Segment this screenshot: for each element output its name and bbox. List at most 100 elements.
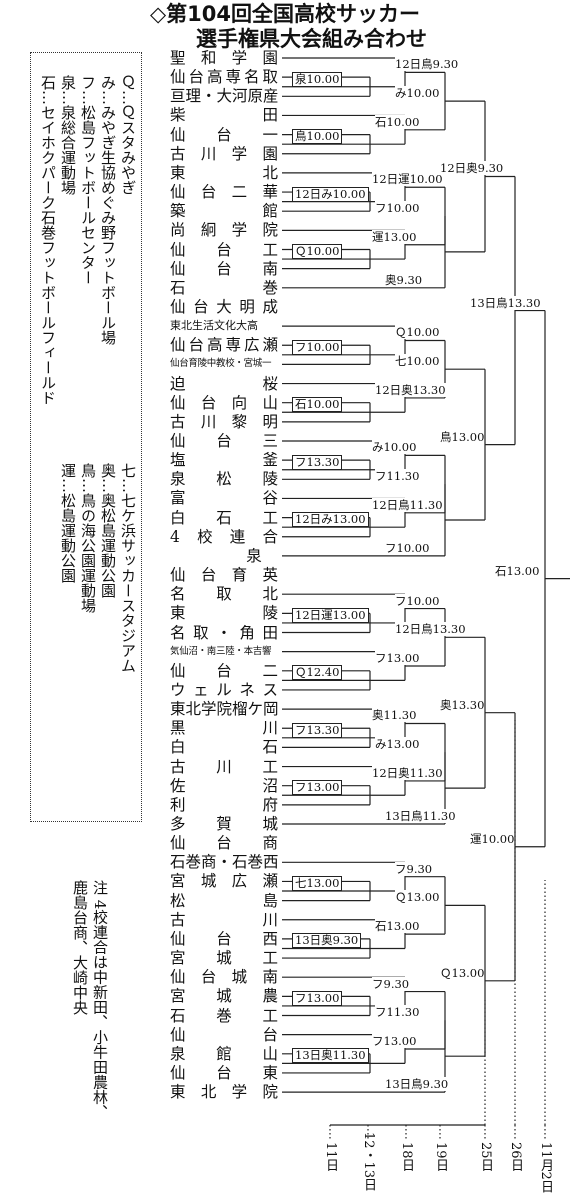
team-name: 白石工 <box>170 508 278 527</box>
match-label: 運13.00 <box>372 229 417 244</box>
team-name: 尚絅学院 <box>170 221 278 240</box>
venue-oku: 奥…奥松島運動公園 <box>99 463 117 598</box>
match-label: 12日鳥13.30 <box>395 622 466 637</box>
round-date: 11月2日 <box>538 1142 553 1193</box>
match-label: フ13.00 <box>372 1034 417 1048</box>
team-name: 亘理・大河原産 <box>170 87 278 106</box>
venue-shichi: 七…七ケ浜サッカースタジアム <box>119 463 137 673</box>
team-name: 東北 <box>170 163 278 182</box>
match-label: フ10.00 <box>375 200 420 215</box>
match-label: フ11.30 <box>375 1005 420 1020</box>
match-label: 奥9.30 <box>385 272 423 287</box>
match-label: 泉10.00 <box>292 71 343 87</box>
team-name: 仙台育英 <box>170 566 278 585</box>
match-label: 13日奥11.30 <box>292 1048 369 1064</box>
team-name: 古川工 <box>170 757 278 776</box>
match-label: Ｑ13.00 <box>440 965 485 980</box>
team-name: 利府 <box>170 795 278 814</box>
team-name: 宮城広瀬 <box>170 872 278 891</box>
match-label: 12日奥11.30 <box>372 765 443 780</box>
team-name: 宮城工 <box>170 949 278 968</box>
team-name: 仙台三 <box>170 432 278 450</box>
venue-fu: フ…松島フットボールセンター <box>79 75 97 285</box>
team-name: 仙台二 <box>170 661 278 680</box>
venue-q: Ｑ…Ｑスタみやぎ <box>119 75 137 195</box>
match-label: 12日み10.00 <box>292 186 369 202</box>
match-label: Ｑ10.00 <box>292 244 343 260</box>
team-name: 仙台西 <box>170 929 278 948</box>
match-label: 石10.00 <box>292 397 343 413</box>
match-label: フ13.00 <box>292 990 343 1006</box>
match-label: フ13.30 <box>292 454 343 470</box>
team-name: 仙台商 <box>170 834 278 853</box>
team-name: 仙台東 <box>170 1063 278 1082</box>
team-name: 石巻 <box>170 278 278 297</box>
match-label: フ10.00 <box>292 339 343 355</box>
venue-tori: 鳥…鳥の海公園運動場 <box>79 463 97 613</box>
match-label: み10.00 <box>372 440 417 455</box>
team-name: 仙台工 <box>170 240 278 259</box>
match-label: 12日運13.00 <box>292 607 369 623</box>
match-label: 12日奥9.30 <box>440 161 504 176</box>
round-date: 11日 <box>323 1142 338 1172</box>
round-date: 12・13日 <box>361 1132 376 1192</box>
team-name: 柴田 <box>170 106 278 125</box>
match-label: 13日鳥11.30 <box>385 809 456 823</box>
team-name: 仙台大明成 <box>170 297 278 316</box>
match-label: み10.00 <box>395 86 440 101</box>
team-name: 石巻工 <box>170 1006 278 1025</box>
round-date: 26日 <box>508 1142 523 1172</box>
match-label: フ10.00 <box>395 593 440 608</box>
team-name: 仙台二華 <box>170 183 278 202</box>
team-name: 仙台高専名取 <box>170 68 278 87</box>
team-name: 東北学院榴ケ岡 <box>170 700 278 719</box>
team-name: 名取・角田 <box>170 623 278 642</box>
team-name: 黒川 <box>170 719 278 738</box>
title-line-1: ◇第104回全国高校サッカー <box>150 2 420 26</box>
match-label: 石10.00 <box>375 114 420 129</box>
venue-mi: み…みやぎ生協めぐみ野フットボール場 <box>99 75 117 345</box>
team-name: 松島 <box>170 891 278 910</box>
round-date: 25日 <box>478 1142 493 1172</box>
team-name: 仙台南 <box>170 259 278 278</box>
match-label: 七13.00 <box>292 876 343 892</box>
team-name: ウェルネス <box>170 680 278 699</box>
match-label: 鳥10.00 <box>292 129 343 145</box>
team-name: 古川学園 <box>170 144 278 163</box>
venue-un: 運…松島運動公園 <box>59 463 77 583</box>
venue-legend: Ｑ…Ｑスタみやぎ み…みやぎ生協めぐみ野フットボール場 フ…松島フットボールセン… <box>30 52 142 822</box>
match-label: 七10.00 <box>395 354 440 369</box>
team-name: 築館 <box>170 202 278 221</box>
team-name: 白石 <box>170 738 278 757</box>
team-name: 塩釜 <box>170 451 278 470</box>
team-name: 佐沼 <box>170 776 278 795</box>
match-label: 運10.00 <box>470 831 515 846</box>
team-name: 仙台育陵中教校・宮城一 <box>170 358 272 370</box>
match-label: み13.00 <box>375 737 420 752</box>
venue-ishi: 石…セイホクパーク石巻フットボールフィールド <box>39 75 57 405</box>
team-name: 東北学院 <box>170 1083 278 1102</box>
match-label: 石13.00 <box>375 919 420 934</box>
match-label: フ13.00 <box>375 651 420 665</box>
team-name: 4校連合 <box>170 527 278 546</box>
team-name: 仙台向山 <box>170 393 278 412</box>
match-label: 13日奥9.30 <box>292 933 362 949</box>
match-label: 鳥13.00 <box>440 429 485 444</box>
match-label: フ9.30 <box>372 976 410 991</box>
match-label: フ11.30 <box>375 469 420 484</box>
team-name: 気仙沼・南三陸・本吉響 <box>170 645 272 657</box>
team-name: 泉館山 <box>170 1044 278 1063</box>
match-label: 奥13.30 <box>440 697 485 712</box>
round-date: 18日 <box>399 1142 414 1172</box>
match-label: Ｑ13.00 <box>395 890 440 905</box>
match-label: 12日鳥9.30 <box>395 57 459 72</box>
venue-izumi: 泉…泉総合運動場 <box>59 75 77 195</box>
round-date: 19日 <box>433 1142 448 1172</box>
match-label: フ10.00 <box>385 540 430 555</box>
match-label: 12日み13.00 <box>292 512 369 528</box>
team-name: 多賀城 <box>170 815 278 833</box>
team-name: 富谷 <box>170 489 278 508</box>
match-label: フ9.30 <box>395 861 433 876</box>
match-label: 13日鳥9.30 <box>385 1077 449 1092</box>
